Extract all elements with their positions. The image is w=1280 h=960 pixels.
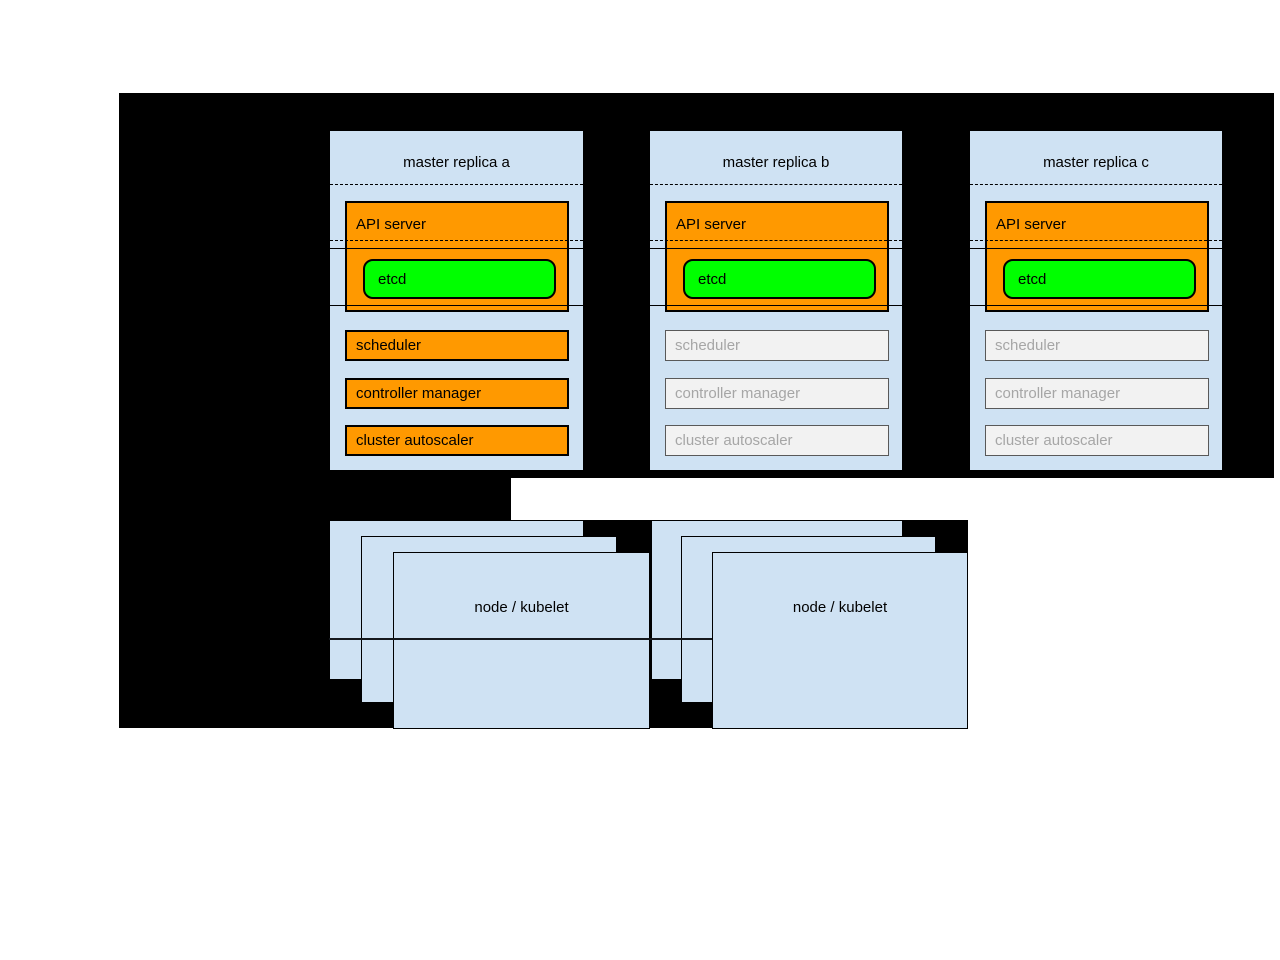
master-replica-a-panel: master replica a API server etcd schedul… [329, 130, 584, 471]
controller-manager-box: controller manager [665, 378, 889, 409]
master-replica-b-title: master replica b [722, 154, 830, 171]
etcd-label: etcd [698, 271, 727, 288]
api-server-box: API server etcd [345, 201, 569, 312]
controller-manager-box: controller manager [985, 378, 1209, 409]
api-server-box: API server etcd [985, 201, 1209, 312]
node-kubelet-label: node / kubelet [474, 599, 569, 616]
api-server-label: API server [996, 216, 1067, 233]
zone-boundary-solid-line [330, 305, 583, 306]
cluster-autoscaler-box: cluster autoscaler [345, 425, 569, 456]
api-server-label: API server [676, 216, 747, 233]
master-replica-a-title: master replica a [403, 154, 510, 171]
scheduler-box: scheduler [345, 330, 569, 361]
zone-boundary-dashed-line [330, 184, 583, 185]
cluster-autoscaler-box: cluster autoscaler [985, 425, 1209, 456]
scheduler-box: scheduler [985, 330, 1209, 361]
etcd-label: etcd [1018, 271, 1047, 288]
api-server-label: API server [356, 216, 427, 233]
node-divider-line [329, 638, 712, 640]
zone-boundary-solid-line [650, 248, 902, 249]
master-replica-c-panel: master replica c API server etcd schedul… [969, 130, 1223, 471]
etcd-box: etcd [683, 259, 876, 299]
etcd-box: etcd [1003, 259, 1196, 299]
zone-boundary-solid-line [970, 248, 1222, 249]
node-kubelet-box: node / kubelet [712, 552, 968, 729]
master-replica-c-title: master replica c [1043, 154, 1149, 171]
zone-boundary-dashed-line [970, 240, 1222, 241]
zone-boundary-dashed-line [650, 240, 902, 241]
controller-manager-box: controller manager [345, 378, 569, 409]
zone-boundary-dashed-line [330, 240, 583, 241]
zone-boundary-solid-line [650, 305, 902, 306]
zone-boundary-dashed-line [650, 184, 902, 185]
zone-boundary-solid-line [970, 305, 1222, 306]
cluster-autoscaler-box: cluster autoscaler [665, 425, 889, 456]
zone-boundary-dashed-line [970, 184, 1222, 185]
node-kubelet-box: node / kubelet [393, 552, 650, 729]
etcd-box: etcd [363, 259, 556, 299]
scheduler-box: scheduler [665, 330, 889, 361]
zone-boundary-solid-line [330, 248, 583, 249]
api-server-box: API server etcd [665, 201, 889, 312]
master-replica-b-panel: master replica b API server etcd schedul… [649, 130, 903, 471]
node-kubelet-label: node / kubelet [792, 599, 888, 616]
etcd-label: etcd [378, 271, 407, 288]
